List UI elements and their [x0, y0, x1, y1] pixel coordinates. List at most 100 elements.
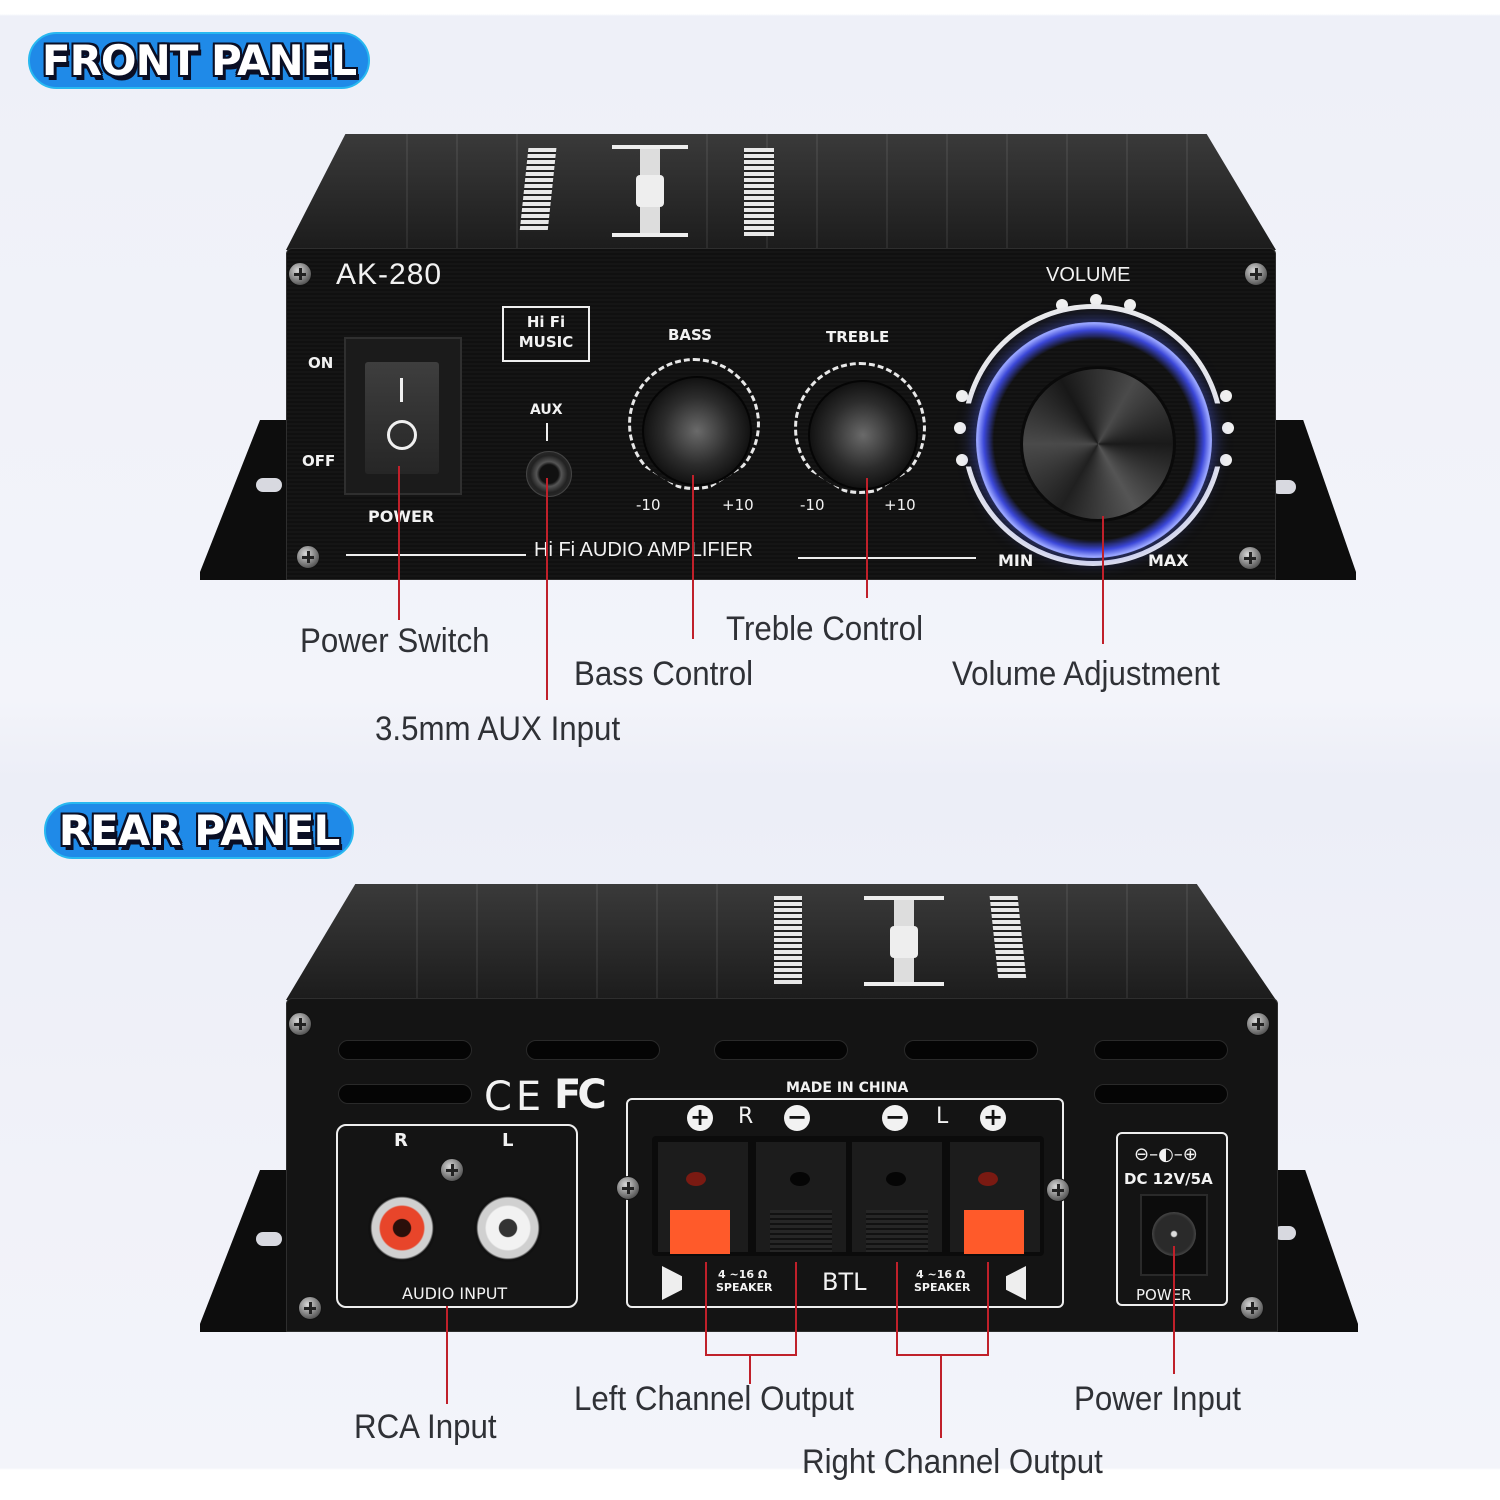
r-speaker-label: SPEAKER: [716, 1281, 773, 1294]
heatsink-decal-right: [744, 148, 774, 236]
aux-input-leader: [546, 478, 548, 700]
rear-right-mounting-foot: [1270, 1170, 1358, 1332]
power-switch-label: POWER: [368, 507, 435, 526]
faceplate-screw-bottom-left: [296, 545, 320, 569]
bass-label: BASS: [668, 326, 712, 344]
left-foot-hole: [256, 478, 282, 492]
treble-scale-ring: [794, 362, 926, 494]
left-output-leader-stem: [749, 1354, 751, 1384]
rear-left-foot-hole: [256, 1232, 282, 1246]
rear-panel-section-badge: REAR PANEL: [44, 802, 354, 859]
amplifier-footer-text: Hi Fi AUDIO AMPLIFIER: [534, 539, 753, 561]
rear-screw-bottom-right: [1240, 1296, 1264, 1320]
clip-tab[interactable]: [964, 1210, 1024, 1254]
right-output-leader-b: [987, 1262, 989, 1356]
bass-min-label: -10: [636, 496, 661, 514]
dc-rating-label: DC 12V/5A: [1124, 1170, 1213, 1188]
l-plus-sign: +: [980, 1105, 1006, 1131]
rear-right-foot-hole: [1274, 1226, 1296, 1240]
made-in-china-label: MADE IN CHINA: [786, 1080, 909, 1096]
left-output-leader-bar: [705, 1354, 797, 1356]
right-foot-hole: [1272, 480, 1296, 494]
power-off-label: OFF: [302, 452, 336, 470]
faceplate-screw-top-right: [1244, 262, 1268, 286]
aux-input-jack[interactable]: [526, 451, 572, 497]
volume-label: VOLUME: [1046, 264, 1131, 286]
terminal-right-positive[interactable]: [658, 1142, 748, 1254]
terminal-left-positive[interactable]: [950, 1142, 1040, 1254]
clip-tab[interactable]: [770, 1210, 832, 1252]
fcc-mark: FC: [554, 1072, 607, 1118]
bass-control-leader: [692, 475, 694, 639]
rca-jack-left[interactable]: [474, 1194, 542, 1262]
vent-slot: [526, 1040, 660, 1060]
ce-mark: CE: [484, 1074, 546, 1120]
volume-knob[interactable]: [1020, 366, 1176, 522]
power-input-label: POWER: [1136, 1286, 1192, 1304]
rear-heatsink-decal-center: [864, 896, 944, 986]
volume-dot: [1090, 294, 1102, 306]
r-minus-sign: −: [784, 1105, 810, 1131]
terminal-right-negative[interactable]: [756, 1142, 846, 1252]
power-on-label: ON: [308, 354, 334, 372]
terminal-screw-left: [616, 1176, 640, 1200]
speaker-r-label: R: [738, 1104, 754, 1129]
power-switch-callout: Power Switch: [300, 622, 490, 660]
rocker-on-glyph: [400, 378, 403, 402]
bass-control-callout: Bass Control: [574, 655, 754, 693]
clip-tab[interactable]: [866, 1210, 928, 1252]
r-plus-sign: +: [687, 1105, 713, 1131]
speaker-l-label: L: [936, 1104, 949, 1129]
aux-label: AUX: [530, 402, 563, 418]
power-input-block: [1116, 1132, 1228, 1306]
speaker-icon-left: [1006, 1266, 1026, 1300]
vent-slot: [904, 1040, 1038, 1060]
terminal-left-negative[interactable]: [852, 1142, 942, 1252]
audio-input-block: [336, 1124, 578, 1308]
clip-tab[interactable]: [670, 1210, 730, 1254]
left-mounting-foot: [200, 420, 300, 580]
power-input-callout: Power Input: [1074, 1380, 1241, 1418]
front-panel-section-label: FRONT PANEL: [41, 36, 357, 85]
rca-jack-right[interactable]: [368, 1194, 436, 1262]
volume-adjustment-leader: [1102, 516, 1104, 644]
rocker-off-glyph: [387, 420, 417, 450]
dc-polarity-symbol: ⊖–◐–⊕: [1134, 1144, 1198, 1165]
front-panel-section-badge: FRONT PANEL: [28, 32, 370, 89]
left-channel-output-callout: Left Channel Output: [574, 1380, 854, 1418]
aux-tick: [546, 423, 548, 441]
right-output-leader-a: [896, 1262, 898, 1356]
bass-knob[interactable]: [642, 376, 752, 486]
right-output-leader-stem: [940, 1354, 942, 1438]
faceplate-screw-bottom-right: [1238, 546, 1262, 570]
rear-heatsink-decal-left: [774, 896, 802, 984]
vent-slot: [1094, 1084, 1228, 1104]
hifi-music-badge: Hi Fi MUSIC: [502, 306, 590, 362]
vent-slot: [1094, 1040, 1228, 1060]
volume-max-label: MAX: [1148, 551, 1189, 570]
faceplate-screw-top-left: [288, 262, 312, 286]
audio-input-r-label: R: [394, 1130, 408, 1151]
l-speaker-label: SPEAKER: [914, 1281, 971, 1294]
left-output-leader-a: [705, 1262, 707, 1356]
power-input-leader: [1173, 1246, 1175, 1374]
vent-slot: [714, 1040, 848, 1060]
terminal-screw-right: [1046, 1178, 1070, 1202]
l-minus-sign: −: [882, 1105, 908, 1131]
vent-slot: [338, 1040, 472, 1060]
volume-dot: [1220, 454, 1232, 466]
treble-knob[interactable]: [808, 380, 918, 490]
model-label: AK-280: [336, 258, 443, 291]
audio-input-l-label: L: [502, 1130, 514, 1151]
power-switch-leader: [398, 466, 400, 620]
treble-min-label: -10: [800, 496, 825, 514]
rca-input-callout: RCA Input: [354, 1408, 497, 1446]
l-impedance-label: 4 ~16 Ω: [916, 1268, 966, 1281]
right-mounting-foot: [1268, 420, 1356, 580]
volume-dot: [956, 454, 968, 466]
rca-input-leader: [446, 1306, 448, 1404]
footer-rule-right: [798, 557, 976, 559]
power-rocker-switch[interactable]: [365, 362, 439, 474]
left-output-leader-b: [795, 1262, 797, 1356]
rear-left-mounting-foot: [200, 1170, 300, 1332]
